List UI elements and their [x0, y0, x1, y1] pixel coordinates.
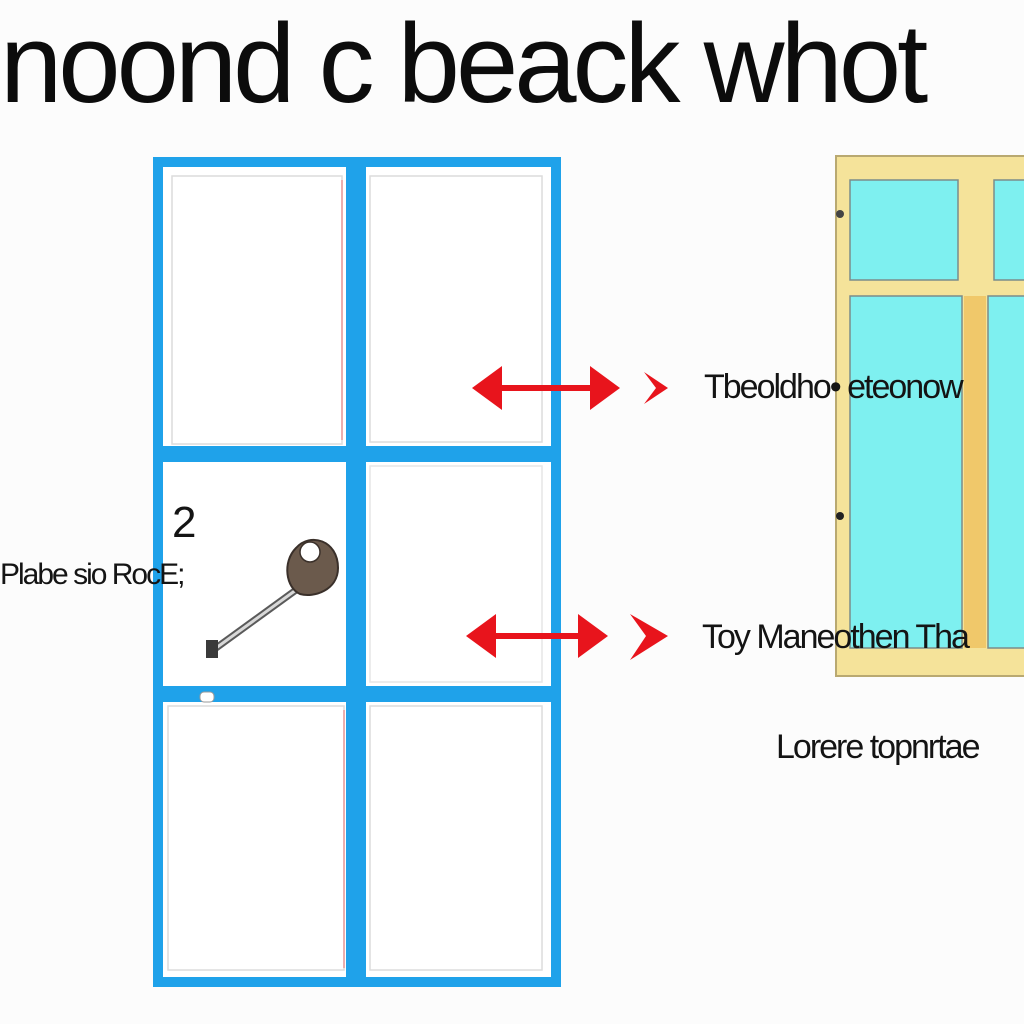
red-chevron-icon [630, 614, 668, 660]
double-arrow-icon [472, 366, 620, 410]
label-right-middle: Toy Maneothen Tha [702, 618, 970, 656]
label-right-top: Tbeoldho• eteonow [704, 368, 964, 406]
double-arrow-icon [466, 614, 608, 658]
window-mullion [964, 296, 986, 648]
label-left: Plabe sio RocE; [0, 558, 185, 591]
pane-bottom-right [369, 705, 543, 971]
pane-top-left [171, 175, 343, 445]
red-chevron-icon [644, 372, 668, 404]
glass-bottom-left [849, 295, 963, 649]
pane-mid-right [369, 465, 543, 683]
glass-top-right [993, 179, 1024, 281]
step-number: 2 [172, 498, 197, 547]
blue-panel-frame [153, 157, 561, 987]
glass-top-left [849, 179, 959, 281]
label-right-bottom: Lorere topnrtae [776, 728, 981, 766]
pane-top-right [369, 175, 543, 443]
diagram-title: noond c beack whot [0, 8, 928, 120]
key-icon [206, 538, 340, 658]
pane-bottom-left [167, 705, 345, 971]
yellow-window-frame [835, 155, 1024, 677]
glass-bottom-right [987, 295, 1024, 649]
